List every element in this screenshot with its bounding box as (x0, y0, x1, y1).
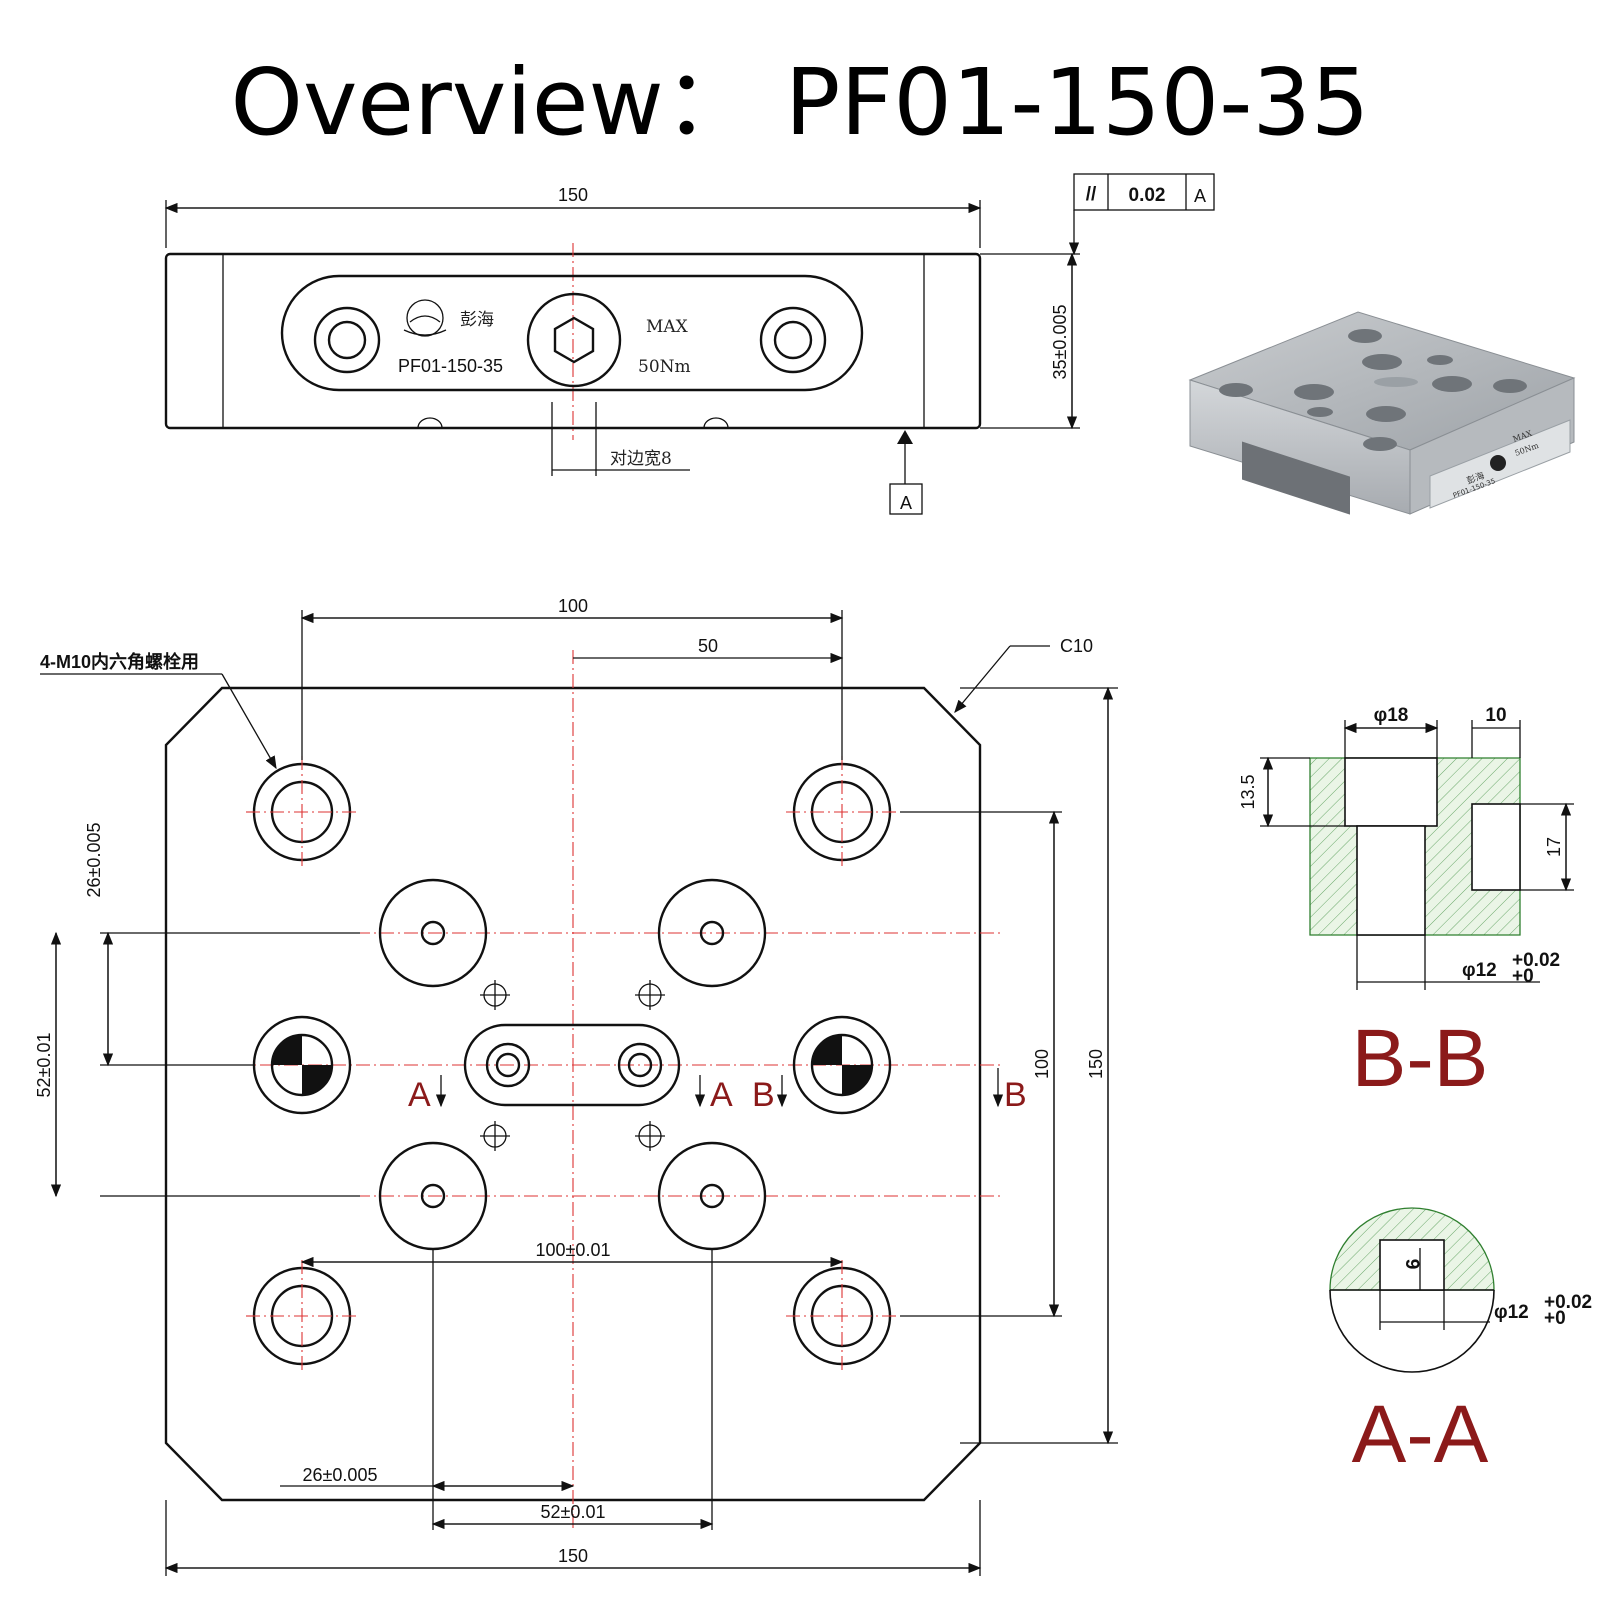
aa-tol-lower: +0 (1544, 1308, 1566, 1329)
bolt-hole (246, 756, 358, 868)
bolt-hole (786, 756, 898, 868)
plate-brand: 彭海 (460, 310, 494, 330)
section-aa: 9 φ12 +0.02 +0 A-A (1329, 1207, 1592, 1480)
parallelism-value: 0.02 (1129, 185, 1166, 206)
aa-tol-upper: +0.02 (1544, 1292, 1592, 1313)
bolt-note: 4-M10内六角螺栓用 (40, 651, 199, 672)
aa-dim-9: 9 (1401, 1259, 1422, 1270)
bb-tol-upper: +0.02 (1512, 950, 1560, 971)
section-a-left: A (408, 1076, 431, 1114)
section-a-right: A (710, 1076, 733, 1114)
hex-width-note: 对边宽8 (610, 449, 672, 469)
dim-100-right: 100 (1032, 1049, 1052, 1079)
section-aa-label: A-A (1352, 1389, 1489, 1480)
dim-150-bottom: 150 (558, 1546, 588, 1566)
parallelism-datum: A (1194, 186, 1206, 206)
top-width-dim: 150 (558, 185, 588, 205)
page-title: Overview： PF01-150-35 (230, 49, 1370, 156)
plate-max: MAX (646, 317, 689, 337)
plate-model: PF01-150-35 (398, 356, 503, 376)
reference-mark-icon (252, 1015, 892, 1115)
bb-dia-18: φ18 (1374, 705, 1409, 726)
section-b-left: B (752, 1076, 775, 1114)
height-dim: 35±0.005 (1050, 305, 1070, 380)
parallelism-symbol: // (1086, 184, 1097, 205)
bb-dia-12: φ12 (1462, 960, 1497, 981)
product-photo: 彭海 PF01-150-35 MAX 50Nm (1188, 311, 1576, 515)
bolt-hole (786, 1260, 898, 1372)
dim-100-center: 100±0.01 (536, 1240, 611, 1260)
datum-label: A (900, 493, 912, 513)
dim-52-bottom: 52±0.01 (541, 1502, 606, 1522)
dim-52-left: 52±0.01 (34, 1033, 54, 1098)
bb-dim-10: 10 (1485, 705, 1506, 726)
dim-26-bottom: 26±0.005 (303, 1465, 378, 1485)
plate-torque: 50Nm (638, 357, 691, 377)
aa-dia-12: φ12 (1494, 1302, 1529, 1323)
dim-26-left: 26±0.005 (84, 823, 104, 898)
section-b-right: B (1004, 1076, 1027, 1114)
chamfer-note: C10 (1060, 636, 1093, 656)
bb-dim-17: 17 (1544, 837, 1564, 857)
side-view: 150 彭海 PF01-150-35 MAX 50Nm 对边宽8 (164, 173, 1215, 515)
plan-view: A A B B 100 50 C10 4-M10内六角螺栓用 26±0.005 (34, 596, 1118, 1576)
locating-bore (378, 878, 767, 1251)
bb-tol-lower: +0 (1512, 966, 1534, 987)
dim-150-right: 150 (1086, 1049, 1106, 1079)
section-bb: φ18 10 13.5 17 φ12 +0.02 +0 B-B (1238, 705, 1574, 1104)
section-bb-label: B-B (1352, 1013, 1489, 1104)
brand-logo-icon (403, 299, 447, 337)
dim-50: 50 (698, 636, 718, 656)
bolt-hole (246, 1260, 358, 1372)
dim-100-top: 100 (558, 596, 588, 616)
bb-dim-13-5: 13.5 (1238, 774, 1258, 809)
